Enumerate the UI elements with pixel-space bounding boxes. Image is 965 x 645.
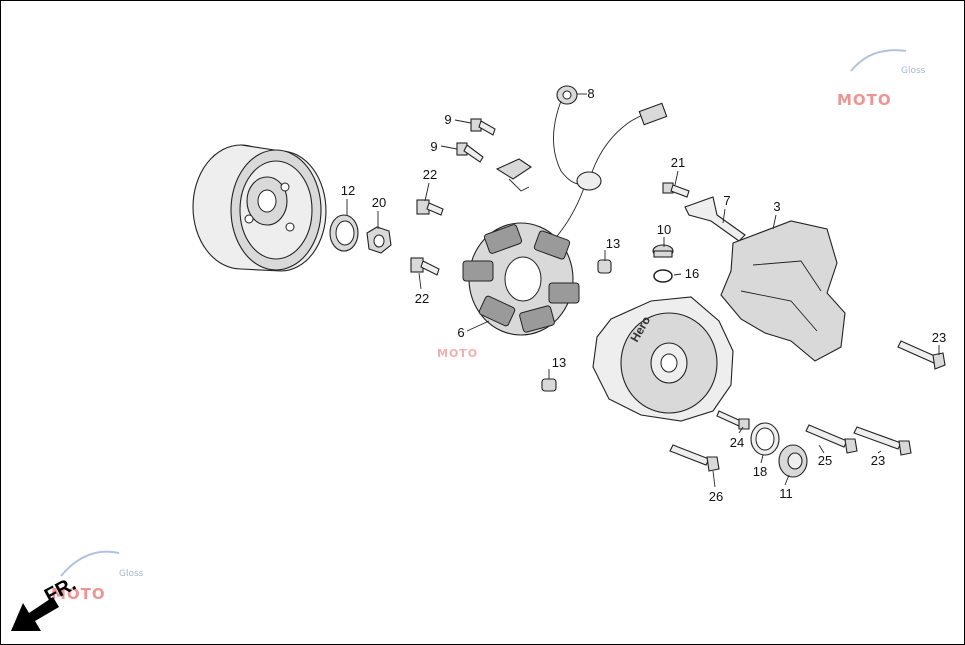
bolt-23-lower [853, 426, 912, 456]
callout-21: 21 [671, 155, 685, 170]
watermark-center: MOTO [437, 347, 478, 360]
wire-harness [545, 100, 668, 252]
bolt-9-upper [470, 118, 496, 136]
dowel-pin-lower [541, 378, 557, 392]
callout-26: 26 [709, 489, 723, 504]
stator-coil [462, 222, 580, 336]
flange-nut [366, 226, 392, 254]
wire-clamp-bracket [684, 196, 746, 242]
callout-9-upper: 9 [444, 112, 451, 127]
flywheel-rotor [192, 144, 327, 272]
bolt-24 [716, 410, 750, 430]
callout-23-lower: 23 [871, 453, 885, 468]
callout-22-upper: 22 [423, 167, 437, 182]
bolt-22-lower [410, 257, 440, 276]
callout-13-lower: 13 [552, 355, 566, 370]
callout-12: 12 [341, 183, 355, 198]
wire-grommet [556, 85, 578, 105]
callout-23-upper: 23 [932, 330, 946, 345]
callout-25: 25 [818, 453, 832, 468]
watermark-top-right: MOTO Gloss [837, 49, 926, 109]
bolt-22-upper [416, 199, 444, 216]
watermark-logo: MOTO [837, 91, 892, 109]
bolt-23-upper [897, 340, 946, 370]
bolt-9-lower [456, 142, 484, 163]
callout-8: 8 [587, 86, 594, 101]
callout-24: 24 [730, 435, 744, 450]
callout-13-upper: 13 [606, 236, 620, 251]
leader-lines [346, 93, 940, 488]
pickup-coil [495, 158, 532, 192]
washer [329, 214, 359, 252]
callout-3: 3 [773, 199, 780, 214]
callout-7: 7 [723, 193, 730, 208]
timing-cap [778, 444, 808, 478]
oil-plug [652, 244, 674, 258]
watermark-bottom-left: MOTO Gloss [51, 550, 144, 603]
gasket [750, 422, 780, 456]
o-ring [653, 269, 673, 283]
callout-22-lower: 22 [415, 291, 429, 306]
callout-11: 11 [779, 486, 793, 501]
callout-6: 6 [457, 325, 464, 340]
dowel-pin-upper [597, 259, 612, 274]
bolt-21 [662, 182, 690, 198]
watermark-logo-3: MOTO [437, 347, 478, 360]
callout-16: 16 [685, 266, 699, 281]
crankcase-cover: Hero [592, 296, 734, 422]
bolt-25 [805, 424, 858, 454]
callout-10: 10 [657, 222, 671, 237]
watermark-sub: Gloss [901, 66, 926, 76]
fan-cover [720, 220, 846, 362]
bolt-26 [669, 444, 720, 472]
watermark-logo-2: MOTO [51, 585, 106, 603]
callout-9-lower: 9 [430, 139, 437, 154]
callout-18: 18 [753, 464, 767, 479]
callout-20: 20 [372, 195, 386, 210]
watermark-sub-2: Gloss [119, 569, 144, 579]
